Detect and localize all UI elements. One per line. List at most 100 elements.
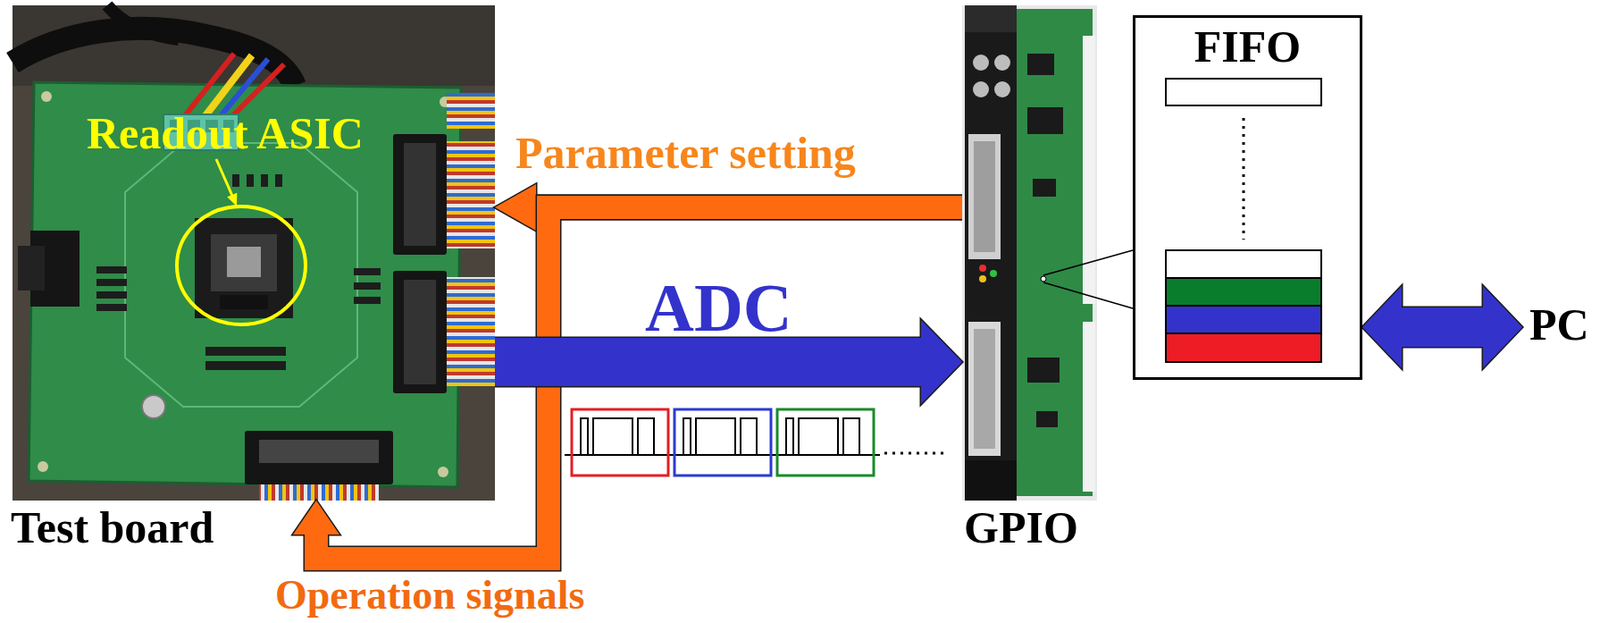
gpio-board-photo-part xyxy=(1027,357,1060,383)
gpio-board-photo-part xyxy=(964,460,1017,501)
test-board-photo-part xyxy=(353,268,381,276)
gpio-board-photo-part xyxy=(962,5,1098,501)
gpio-board-photo-part xyxy=(979,275,987,283)
gpio-board-photo-part xyxy=(979,264,987,272)
test-board-text: Test board xyxy=(10,504,214,550)
arrowhead xyxy=(494,184,537,231)
gpio-board-photo-part xyxy=(973,141,996,252)
gpio-board-photo-part xyxy=(1082,321,1096,492)
fifo-illustration-part xyxy=(1242,117,1246,240)
gpio-board-photo-part xyxy=(964,5,1017,501)
gpio-board-text-anchor: GPIO xyxy=(963,504,1079,550)
gpio-board-text: GPIO xyxy=(963,504,1079,550)
test-board-photo-part xyxy=(259,484,379,501)
gpio-board: GPIO xyxy=(962,5,1098,501)
gpio-board-photo-part xyxy=(964,5,1017,33)
fifo-illustration-part xyxy=(1165,333,1322,362)
test-board-photo-part xyxy=(142,394,166,419)
gpio-board-photo-part xyxy=(994,54,1011,71)
test-board-photo-part xyxy=(210,234,277,292)
arrow-outline xyxy=(494,336,922,388)
arrowhead xyxy=(1482,285,1523,369)
gpio-board-photo-part xyxy=(1043,282,1133,309)
arrowhead xyxy=(293,500,340,535)
test-board-photo-part xyxy=(259,439,379,463)
fifo-box: FIFO xyxy=(1132,15,1363,380)
fifo-illustration-part xyxy=(1165,250,1322,278)
test-board-photo-part xyxy=(17,245,45,291)
test-board-photo-part xyxy=(226,246,261,277)
fifo-illustration-part xyxy=(1165,78,1322,106)
test-board-photo-part xyxy=(28,82,461,487)
waveform-part xyxy=(777,409,874,476)
gpio-board-photo-part xyxy=(972,54,989,71)
gpio-board-photo-part xyxy=(1027,107,1064,135)
gpio-board-photo-part xyxy=(994,81,1011,98)
arrow-band xyxy=(494,337,922,386)
waveform-part xyxy=(564,453,880,456)
test-board-photo-part xyxy=(125,142,358,407)
arrowhead-outline xyxy=(293,500,340,535)
gpio-board-photo-part xyxy=(1027,53,1055,76)
fifo-illustration-part xyxy=(1165,277,1322,306)
test-board-photo-part xyxy=(41,91,52,102)
test-board-photo-part xyxy=(96,291,127,299)
test-board-photo-part xyxy=(194,217,294,319)
arrowhead-outline xyxy=(1362,285,1402,369)
test-board-photo-part xyxy=(226,192,237,207)
edge-label: Operation signals xyxy=(275,574,585,616)
test-board-photo-part xyxy=(176,206,306,325)
test-board-photo-part xyxy=(393,270,447,394)
arrow-outline xyxy=(316,207,963,559)
fifo-illustration xyxy=(1132,15,1363,380)
test-board-photo-part xyxy=(353,296,381,304)
waveform-part xyxy=(571,409,669,476)
edge-label-anchor: Parameter setting xyxy=(515,130,856,176)
gpio-board-photo-part xyxy=(1036,410,1058,428)
test-board-photo-part xyxy=(205,360,286,370)
edge-label: Parameter setting xyxy=(515,130,856,176)
test-board-photo-part xyxy=(12,5,495,501)
arrowhead-outline xyxy=(494,184,537,231)
pc-node-text: PC xyxy=(1529,301,1590,347)
test-board-photo-part xyxy=(246,174,254,187)
edge-label-anchor: ADC xyxy=(645,273,793,342)
waveform-part xyxy=(674,409,771,476)
gpio-board-photo-part xyxy=(1032,178,1056,197)
waveform-part xyxy=(884,452,944,455)
arrowhead xyxy=(921,319,963,404)
test-board-photo xyxy=(12,5,495,501)
arrowhead xyxy=(1362,285,1402,369)
gpio-board-photo-part xyxy=(968,134,1001,260)
test-board-photo-part xyxy=(393,134,447,255)
test-board-photo-part xyxy=(107,5,179,40)
gpio-board-photo-part xyxy=(968,321,1001,456)
test-board-photo-part xyxy=(230,64,285,118)
test-board-photo-part xyxy=(353,282,381,290)
test-board-text-anchor: Test board xyxy=(10,504,214,550)
waveform-part xyxy=(571,418,669,455)
arrowhead-outline xyxy=(921,319,963,404)
test-board-photo-part xyxy=(403,142,436,246)
fifo-illustration-part xyxy=(1132,15,1363,380)
gpio-board-photo-part xyxy=(989,269,997,277)
part-label-anchor: Readout ASIC xyxy=(86,110,364,156)
test-board: Test board xyxy=(12,5,495,501)
gpio-board-photo-part xyxy=(972,81,989,98)
part-label: Readout ASIC xyxy=(86,110,364,156)
test-board-photo-part xyxy=(403,279,436,385)
test-board-photo-part xyxy=(96,278,127,286)
test-board-photo-part xyxy=(244,430,394,485)
arrow-outline xyxy=(1400,306,1484,349)
edge-label-anchor: Operation signals xyxy=(275,574,585,616)
arrowhead-outline xyxy=(1482,285,1523,369)
test-board-photo-part xyxy=(219,294,269,310)
test-board-photo-part xyxy=(446,92,495,129)
test-board-photo-part xyxy=(216,159,233,196)
test-board-photo-part xyxy=(96,266,127,274)
thick-arrow xyxy=(293,207,963,559)
gpio-board-photo xyxy=(962,5,1133,501)
waveform xyxy=(564,409,944,476)
gpio-board-photo-part xyxy=(973,328,996,449)
